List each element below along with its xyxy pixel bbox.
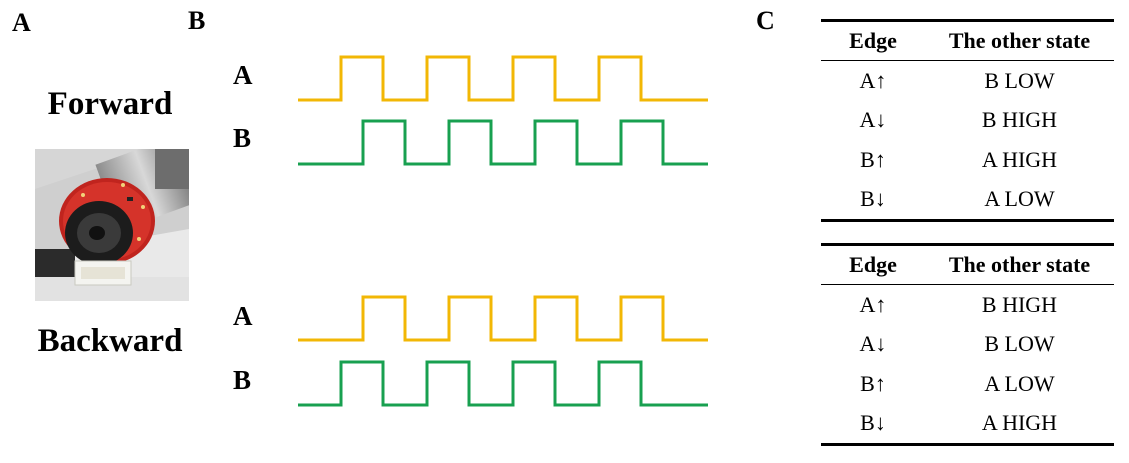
forward-signal-a-wave — [298, 55, 708, 102]
forward-signal-a-label: A — [233, 60, 253, 90]
state-cell: A LOW — [984, 186, 1055, 212]
backward-edge-table: Edge The other state A↑ B HIGH A↓ B LOW … — [821, 243, 1114, 446]
table-row: A↓ B HIGH — [821, 101, 1114, 141]
panel-letter-a: A — [12, 8, 31, 37]
edge-cell: A↑ — [859, 67, 887, 93]
table-row: B↓ A HIGH — [821, 404, 1114, 445]
state-cell: B LOW — [984, 67, 1055, 93]
edge-cell: B↓ — [860, 410, 886, 436]
backward-signal-a-label: A — [233, 301, 253, 331]
edge-cell: B↓ — [860, 186, 886, 212]
quadrature-waveforms — [298, 55, 708, 407]
table-row: B↑ A LOW — [821, 364, 1114, 404]
state-cell: B LOW — [984, 331, 1055, 357]
panel-letter-b: B — [188, 6, 206, 35]
header-other-state: The other state — [948, 252, 1091, 277]
edge-cell: B↑ — [860, 146, 886, 172]
forward-edge-table: Edge The other state A↑ B LOW A↓ B HIGH … — [821, 19, 1114, 222]
backward-signal-a-wave — [298, 295, 708, 342]
backward-signal-b-label: B — [233, 365, 252, 395]
header-edge: Edge — [849, 28, 897, 53]
header-edge: Edge — [849, 252, 897, 277]
motor-encoder-photo — [35, 149, 189, 301]
table-row: A↓ B LOW — [821, 325, 1114, 365]
table-row: A↑ B HIGH — [821, 285, 1114, 325]
table-row: B↓ A LOW — [821, 180, 1114, 221]
edge-cell: A↓ — [859, 331, 887, 357]
state-cell: A LOW — [984, 370, 1055, 396]
edge-cell: B↑ — [860, 370, 886, 396]
backward-signal-b-wave — [298, 360, 708, 407]
table-row: B↑ A HIGH — [821, 140, 1114, 180]
state-cell: B HIGH — [981, 291, 1058, 317]
state-cell: A HIGH — [981, 146, 1058, 172]
forward-signal-b-wave — [298, 119, 708, 166]
header-other-state: The other state — [948, 28, 1091, 53]
forward-signal-b-label: B — [233, 123, 252, 153]
edge-cell: A↓ — [859, 107, 887, 133]
table-header-row: Edge The other state — [821, 244, 1114, 285]
table-row: A↑ B LOW — [821, 61, 1114, 101]
state-cell: B HIGH — [981, 107, 1058, 133]
forward-label: Forward — [47, 86, 173, 122]
table-header-row: Edge The other state — [821, 20, 1114, 61]
panel-letter-c: C — [756, 6, 775, 35]
state-cell: A HIGH — [981, 410, 1058, 436]
edge-cell: A↑ — [859, 291, 887, 317]
backward-label: Backward — [37, 323, 183, 359]
